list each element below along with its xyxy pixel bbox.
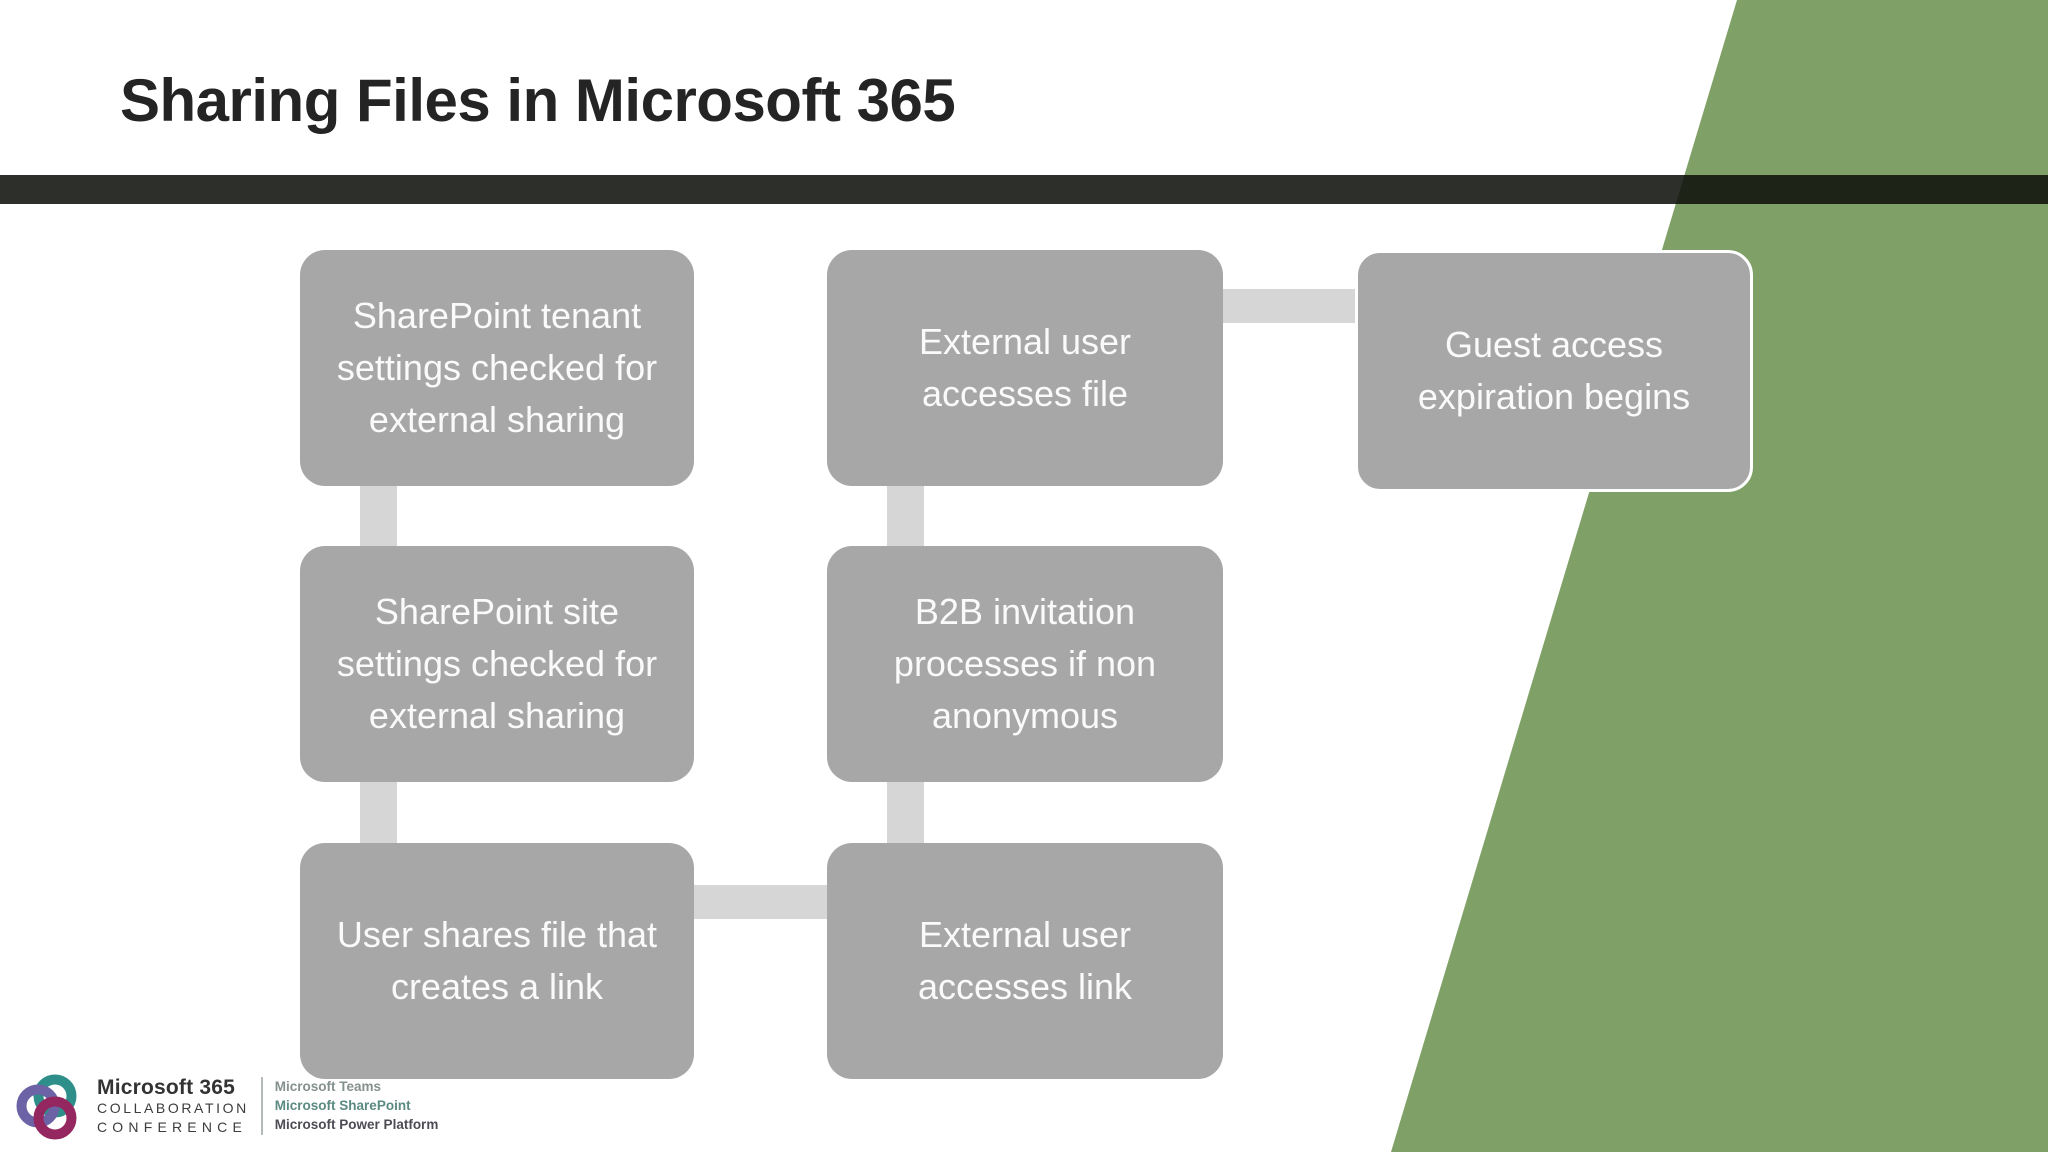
- step-label-line: External user: [918, 321, 1132, 362]
- step-label-line: external sharing: [368, 399, 626, 440]
- logo-product-sharepoint: Microsoft SharePoint: [274, 1098, 411, 1113]
- logo-collaboration-text: COLLABORATION: [97, 1099, 249, 1116]
- logo-brand-text: Microsoft 365: [97, 1075, 235, 1099]
- connector-step4-step5: [887, 778, 924, 848]
- step-label-line: creates a link: [390, 966, 604, 1007]
- logo-product-power-platform: Microsoft Power Platform: [274, 1117, 439, 1132]
- connector-step1-step2: [360, 481, 397, 551]
- connector-step6-step7: [1219, 289, 1359, 323]
- flow-step-sharepoint-site-settings: SharePoint site settings checked for ext…: [300, 546, 694, 782]
- step-label-line: expiration begins: [1417, 376, 1691, 417]
- step-label-line: B2B invitation: [914, 591, 1136, 632]
- flow-step-sharepoint-tenant-settings: SharePoint tenant settings checked for e…: [300, 250, 694, 486]
- flow-step-b2b-invitation: B2B invitation processes if non anonymou…: [827, 546, 1223, 782]
- title-underline-bar: [0, 175, 2048, 204]
- m365-conference-logo: Microsoft 365 COLLABORATION CONFERENCE M…: [13, 1070, 438, 1142]
- step-label-line: External user: [918, 914, 1132, 955]
- logo-divider: [260, 1077, 263, 1135]
- connector-step2-step3: [360, 778, 397, 848]
- step-label-line: accesses file: [921, 373, 1129, 414]
- connector-step5-step6: [887, 481, 924, 551]
- step-label-line: Guest access: [1444, 324, 1664, 365]
- logo-conference-text: CONFERENCE: [97, 1118, 248, 1135]
- step-label-line: external sharing: [368, 695, 626, 736]
- step-label-line: SharePoint site: [374, 591, 620, 632]
- step-label-line: processes if non: [893, 643, 1157, 684]
- step-label-line: settings checked for: [336, 347, 658, 388]
- flow-step-external-user-accesses-link: External user accesses link: [827, 843, 1223, 1079]
- step-label-line: anonymous: [931, 695, 1119, 736]
- step-label-line: settings checked for: [336, 643, 658, 684]
- step-label-line: accesses link: [917, 966, 1133, 1007]
- flow-step-guest-access-expiration: Guest access expiration begins: [1355, 250, 1753, 492]
- connector-step3-step4: [690, 885, 832, 919]
- flow-step-user-shares-file: User shares file that creates a link: [300, 843, 694, 1079]
- slide-title: Sharing Files in Microsoft 365: [120, 67, 956, 134]
- step-label-line: User shares file that: [336, 914, 658, 955]
- step-label-line: SharePoint tenant: [352, 295, 642, 336]
- logo-product-teams: Microsoft Teams: [274, 1079, 382, 1094]
- m365-conference-swirl-icon: [16, 1074, 77, 1140]
- flow-step-external-user-accesses-file: External user accesses file: [827, 250, 1223, 486]
- m365-conference-wordmark: Microsoft 365 COLLABORATION CONFERENCE: [97, 1076, 249, 1137]
- logo-product-list: Microsoft Teams Microsoft SharePoint Mic…: [275, 1080, 439, 1132]
